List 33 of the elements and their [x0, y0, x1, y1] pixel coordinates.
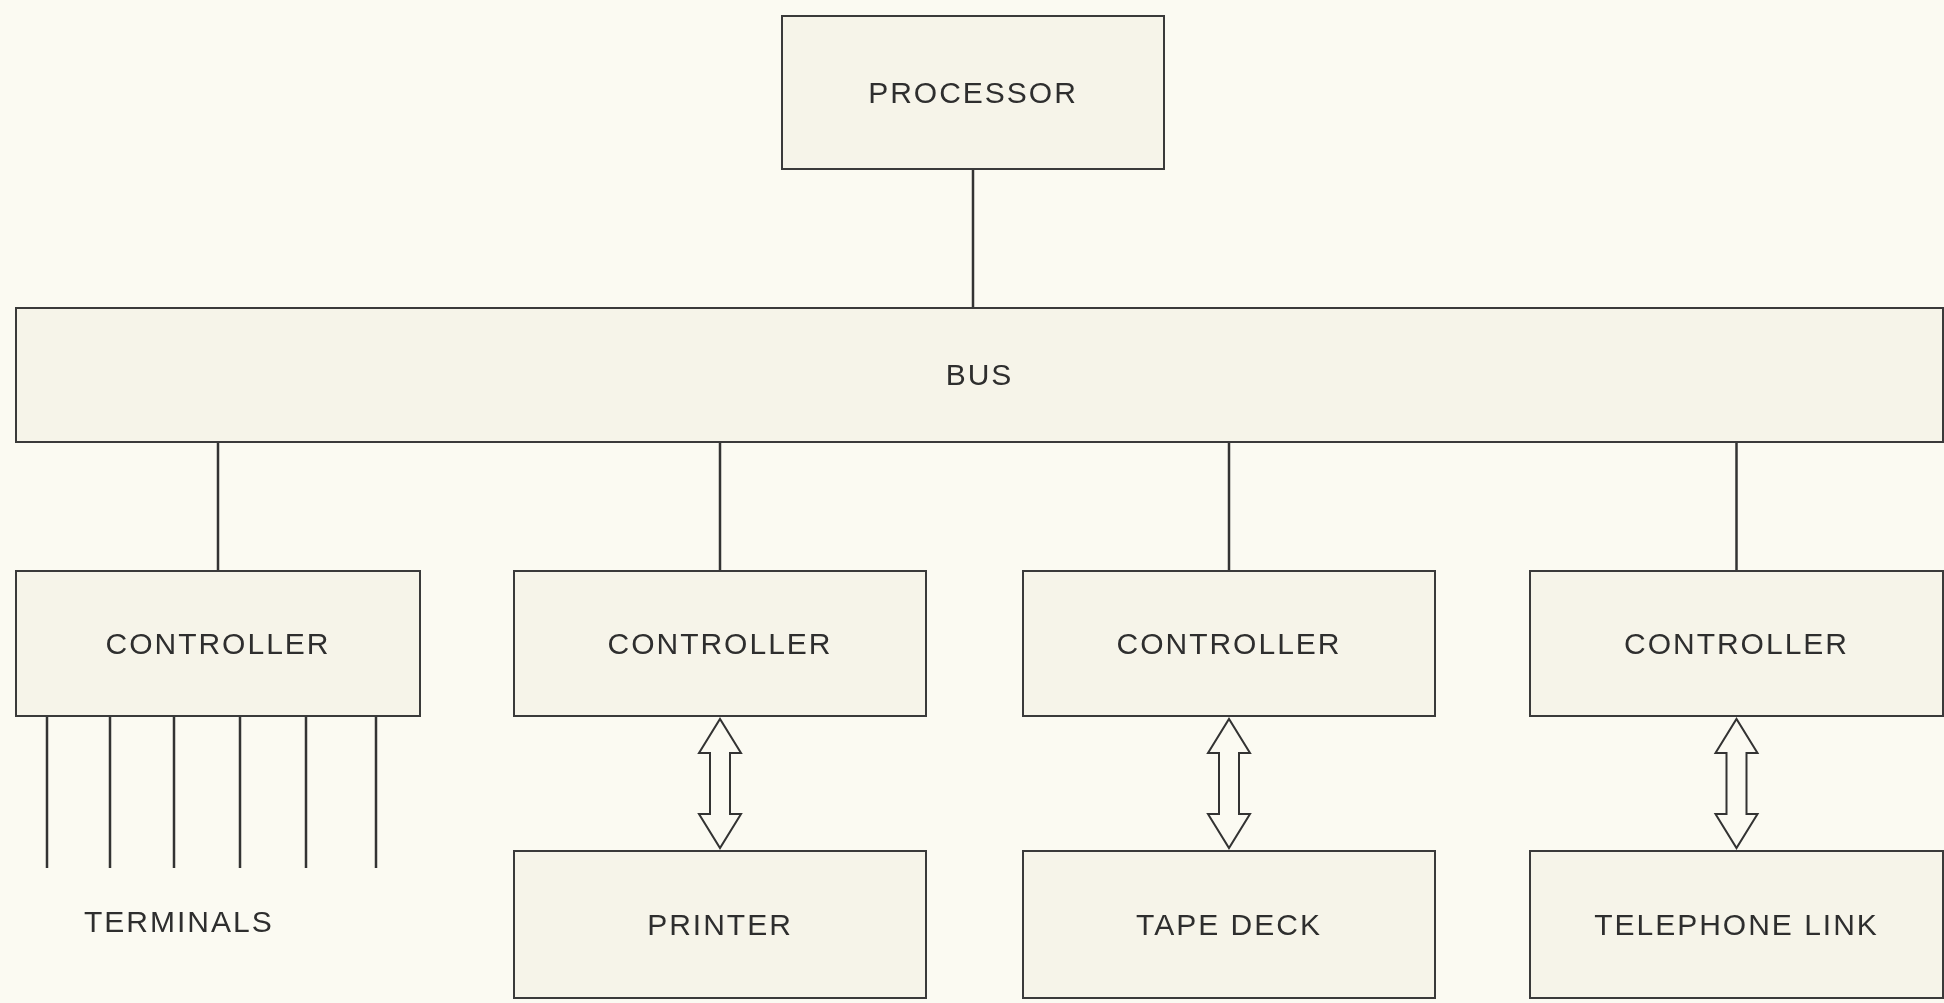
double-arrow	[1206, 717, 1252, 850]
connector-line	[45, 717, 49, 868]
component-box	[781, 15, 1165, 170]
box-label: TAPE DECK	[1136, 906, 1322, 943]
component-box	[1529, 570, 1944, 717]
connector-line	[718, 443, 722, 570]
component-box	[1529, 850, 1944, 999]
component-box	[1022, 570, 1436, 717]
box-label: TELEPHONE LINK	[1594, 906, 1879, 943]
connector-line	[374, 717, 378, 868]
double-arrow	[697, 717, 743, 850]
connector-line	[304, 717, 308, 868]
box-label: CONTROLLER	[1623, 625, 1849, 662]
box-label: BUS	[945, 357, 1014, 394]
box-label: PROCESSOR	[868, 74, 1078, 111]
group-label: TERMINALS	[84, 905, 274, 939]
box-label: CONTROLLER	[607, 625, 833, 662]
connector-line	[172, 717, 176, 868]
connector-line	[971, 170, 975, 307]
box-label: PRINTER	[647, 906, 793, 943]
connector-line	[238, 717, 242, 868]
double-arrow	[1713, 717, 1760, 850]
connector-line	[216, 443, 220, 570]
connector-line	[108, 717, 112, 868]
component-box	[513, 570, 927, 717]
connector-line	[1735, 443, 1738, 570]
component-box	[1022, 850, 1436, 999]
component-box	[513, 850, 927, 999]
component-box	[15, 570, 421, 717]
bus-bar	[15, 307, 1944, 443]
box-label: CONTROLLER	[1116, 625, 1342, 662]
box-label: CONTROLLER	[105, 625, 331, 662]
connector-line	[1227, 443, 1231, 570]
